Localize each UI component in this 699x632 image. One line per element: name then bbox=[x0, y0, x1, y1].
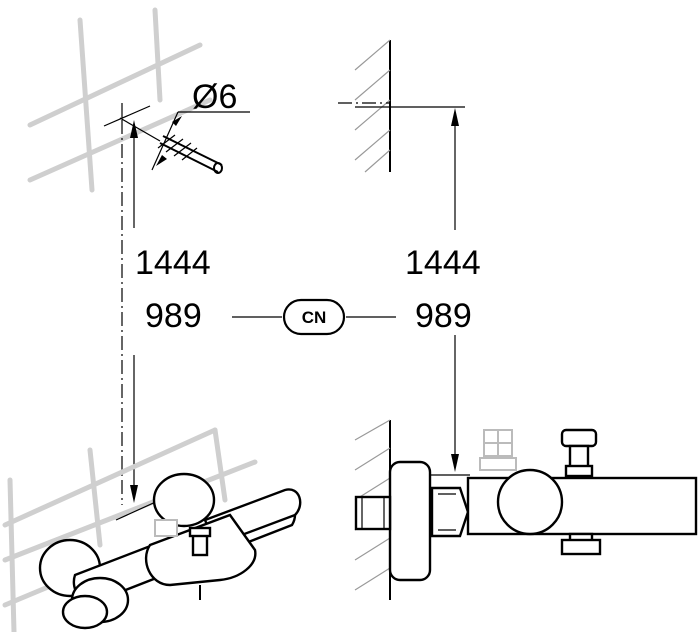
left-alt-height-label: 989 bbox=[145, 297, 202, 335]
top-mark-left bbox=[103, 103, 151, 127]
faucet-perspective-illustration bbox=[38, 472, 302, 630]
region-badge: CN bbox=[282, 298, 346, 336]
drill-bit-icon bbox=[119, 117, 223, 174]
left-height-label: 1444 bbox=[135, 244, 211, 282]
region-badge-label: CN bbox=[302, 308, 327, 327]
right-alt-height-label: 989 bbox=[415, 297, 472, 335]
dimension-line-left bbox=[130, 120, 138, 503]
right-height-label: 1444 bbox=[405, 244, 481, 282]
drill-diameter-label: Ø6 bbox=[192, 78, 237, 116]
bottom-mark-left bbox=[115, 499, 161, 521]
faucet-side-illustration bbox=[354, 428, 698, 582]
wall-section-top-right bbox=[338, 39, 465, 173]
dimension-line-right bbox=[451, 108, 459, 472]
wall-tiles-top-left bbox=[27, 7, 213, 193]
diameter-leader bbox=[151, 111, 250, 171]
